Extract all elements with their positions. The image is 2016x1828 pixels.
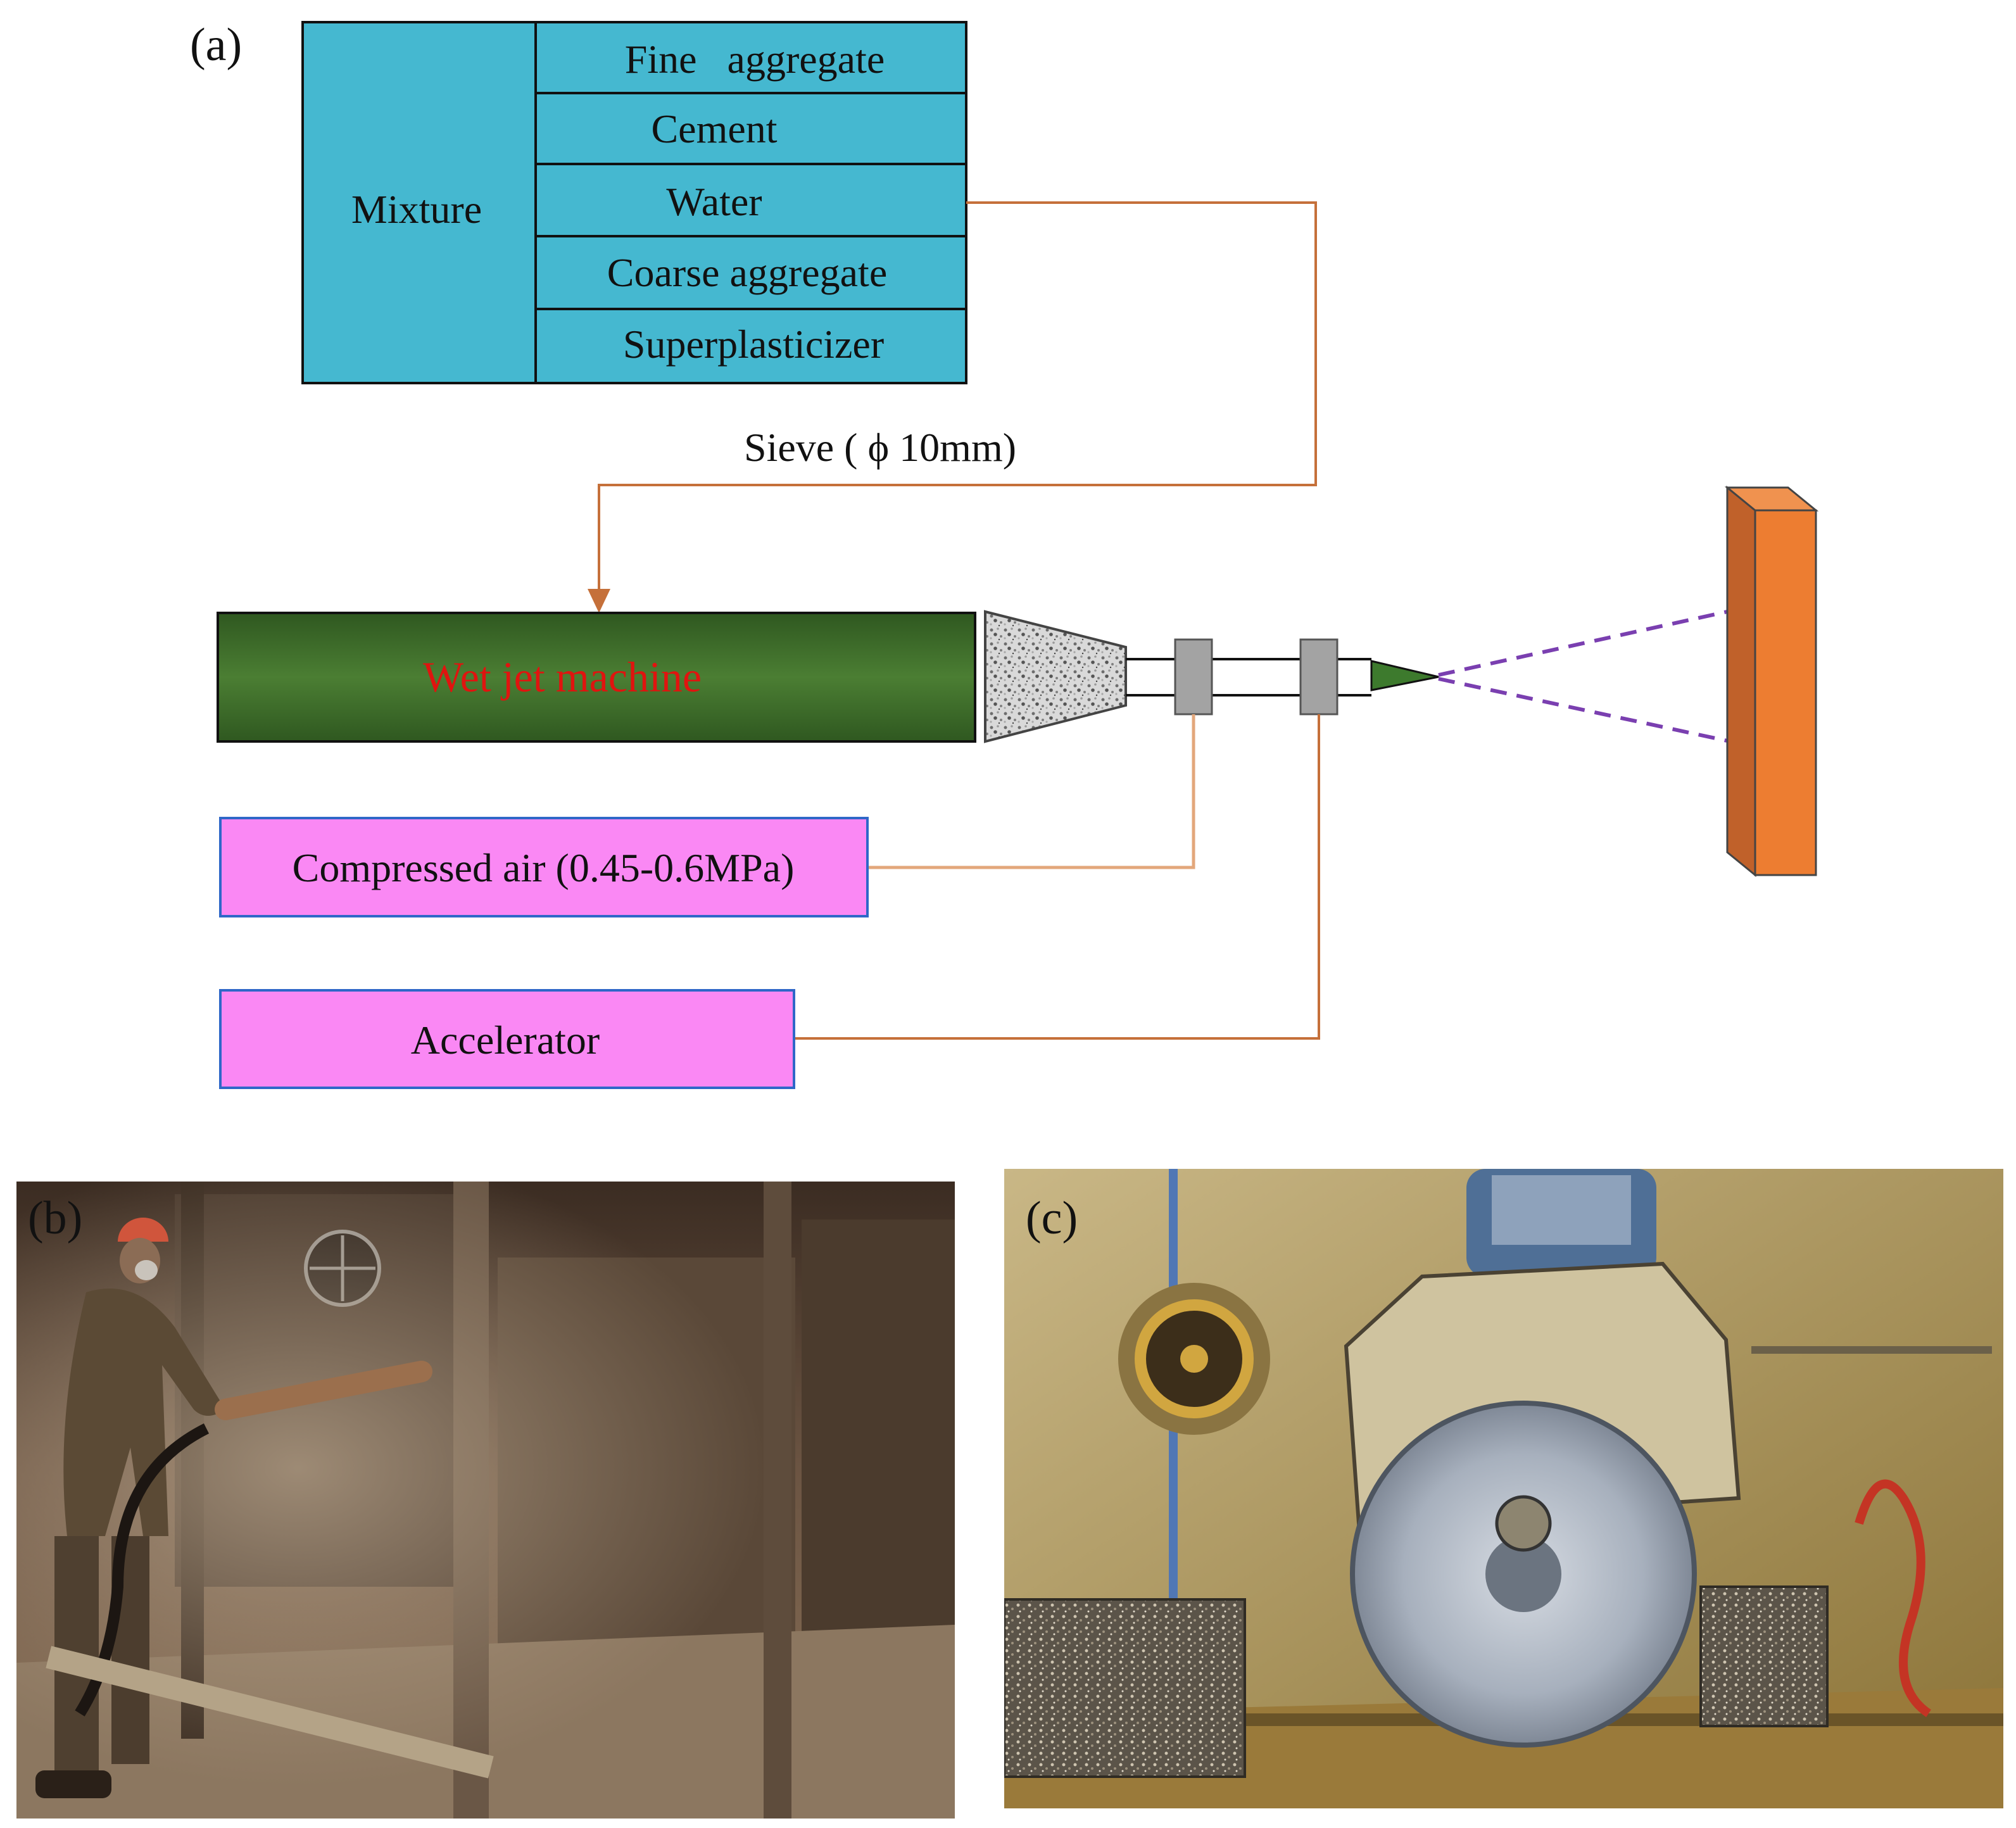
spray-pattern [1438,610,1728,743]
mixture-component: Coarse aggregate [607,250,887,295]
mixture-component: Cement [651,106,777,151]
mixture-component: Superplasticizer [623,322,884,367]
reducer-cone [984,610,1127,743]
sprayed-concrete-process-diagram: (a) Mixture Fine aggregate Cement Water … [190,19,1819,1089]
panel-a-label: (a) [190,19,242,71]
air-line [867,714,1195,869]
panel-c-label: (c) [1026,1192,1078,1244]
air-coupling [1174,638,1213,715]
feed-pipe [588,201,1317,613]
accelerator-line [794,714,1320,1040]
mixture-component: Fine aggregate [625,37,885,82]
photo-cutting-saw [1004,1169,2003,1808]
mixture-label: Mixture [351,187,482,232]
spray-nozzle [1370,660,1439,691]
machine-label: Wet jet machine [423,653,702,701]
sieve-label: Sieve ( ϕ 10mm) [744,425,1016,470]
compressed-air-label: Compressed air (0.45-0.6MPa) [293,845,795,890]
accelerator-box: Accelerator [219,989,795,1089]
accelerator-coupling [1299,638,1339,715]
compressed-air-box: Compressed air (0.45-0.6MPa) [219,817,869,917]
accelerator-label: Accelerator [411,1018,600,1062]
photo-spraying [16,1182,955,1819]
target-wall [1724,485,1819,878]
mixture-box: Mixture Fine aggregate Cement Water Coar… [301,21,967,384]
feed-arrowhead [588,589,610,613]
mixture-component: Water [666,179,762,224]
panel-b-label: (b) [28,1192,83,1244]
wet-jet-machine: Wet jet machine [217,612,976,743]
